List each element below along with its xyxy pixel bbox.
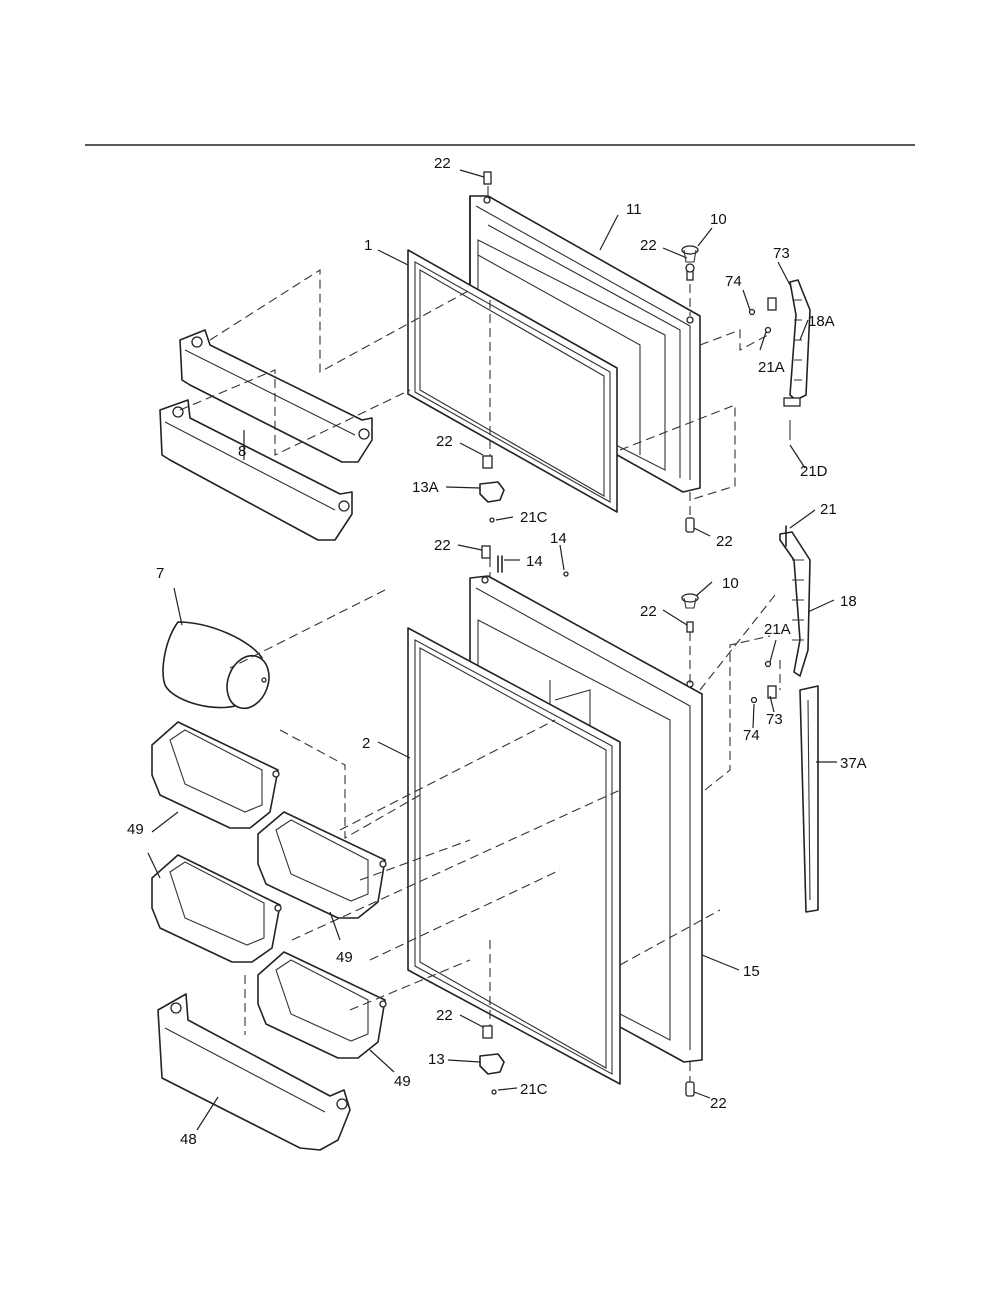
fresh-bottom-screw — [685, 1081, 695, 1097]
freezer-pivot-screw — [482, 455, 493, 469]
callout-freezer-screw-right: 22 — [640, 237, 657, 254]
callout-freezer-handle-screw-bottom: 21D — [800, 463, 828, 480]
butter-bin — [162, 621, 270, 710]
callout-freezer-hinge-screws: 73 — [773, 245, 790, 262]
fresh-hinge-screws — [750, 660, 777, 704]
leader-lines — [147, 169, 837, 1131]
callout-freezer-handle-screw: 21A — [758, 359, 785, 376]
callout-fresh-stop-b: 14 — [550, 530, 567, 547]
callout-fresh-handle: 18 — [840, 593, 857, 610]
fresh-hinge — [479, 1053, 505, 1075]
freezer-gasket — [407, 249, 618, 513]
callout-door-bin-upper: 49 — [127, 821, 144, 838]
callout-freezer-door: 11 — [626, 201, 642, 218]
callout-door-bin-mid: 49 — [336, 949, 353, 966]
callout-labels: 22 11 1 22 10 73 74 18A 21A 21D 8 22 13A… — [127, 155, 867, 1148]
callout-butter-bin: 7 — [156, 565, 164, 582]
callout-fresh-hinge-screw: 21C — [520, 1081, 548, 1098]
freezer-hinge — [479, 481, 505, 503]
fresh-top-screw — [481, 545, 491, 559]
fresh-stops — [497, 555, 569, 577]
callout-fresh-stop-a: 14 — [526, 553, 543, 570]
trim-strip — [799, 685, 819, 913]
callout-top-screw: 22 — [434, 155, 451, 172]
callout-freezer-hinge-pin: 74 — [725, 273, 742, 290]
callout-freezer-pivot-screw: 22 — [436, 433, 453, 450]
callout-door-bin-lower: 49 — [394, 1073, 411, 1090]
callout-freezer-plug: 10 — [710, 211, 727, 228]
callout-fresh-gasket: 2 — [362, 735, 370, 752]
fresh-hinge-screw-mark — [491, 1089, 497, 1095]
fresh-plug — [681, 593, 699, 609]
freezer-bottom-screw — [685, 517, 695, 533]
callout-fresh-hinge: 13 — [428, 1051, 445, 1068]
callout-fresh-bottom-screw: 22 — [710, 1095, 727, 1112]
callout-freezer-gasket: 1 — [364, 237, 372, 254]
fresh-screw-right — [686, 621, 694, 633]
callout-freezer-bottom-screw: 22 — [716, 533, 733, 550]
callout-fresh-top-screw: 22 — [434, 537, 451, 554]
callout-fresh-hinge-screws: 73 — [766, 711, 783, 728]
callout-fresh-plug: 10 — [722, 575, 739, 592]
fresh-food-gasket — [407, 627, 621, 1085]
callout-dairy-shelf: 48 — [180, 1131, 197, 1148]
freezer-handle-lower-bracket — [783, 397, 801, 440]
fresh-pivot-screw — [482, 1025, 493, 1039]
freezer-hinge-screw-mark — [489, 517, 495, 523]
door-bin-lower — [257, 951, 387, 1059]
callout-freezer-hinge-screw: 21C — [520, 509, 548, 526]
callout-trim: 37A — [840, 755, 867, 772]
top-screw — [483, 171, 492, 185]
callout-fresh-door: 15 — [743, 963, 760, 980]
door-bin-left — [151, 854, 282, 963]
fresh-handle — [779, 531, 811, 677]
callout-freezer-hinge: 13A — [412, 479, 439, 496]
freezer-plug — [681, 245, 699, 263]
callout-freezer-handle: 18A — [808, 313, 835, 330]
door-bin-upper — [151, 721, 280, 829]
callout-fresh-screw-right: 22 — [640, 603, 657, 620]
freezer-screw-right — [685, 263, 695, 281]
callout-handle-screw: 21 — [820, 501, 837, 518]
freezer-hinge-screws — [748, 297, 777, 334]
callout-freezer-shelf: 8 — [238, 443, 246, 460]
door-bin-mid — [257, 811, 387, 919]
freezer-shelf-upper — [179, 329, 373, 463]
callout-fresh-hinge-pin: 74 — [743, 727, 760, 744]
freezer-shelf-lower — [159, 399, 353, 541]
freezer-door — [469, 195, 701, 493]
callout-fresh-handle-screw: 21A — [764, 621, 791, 638]
assembly-lines — [179, 186, 781, 1082]
dairy-shelf — [157, 993, 351, 1151]
callout-fresh-pivot-screw: 22 — [436, 1007, 453, 1024]
